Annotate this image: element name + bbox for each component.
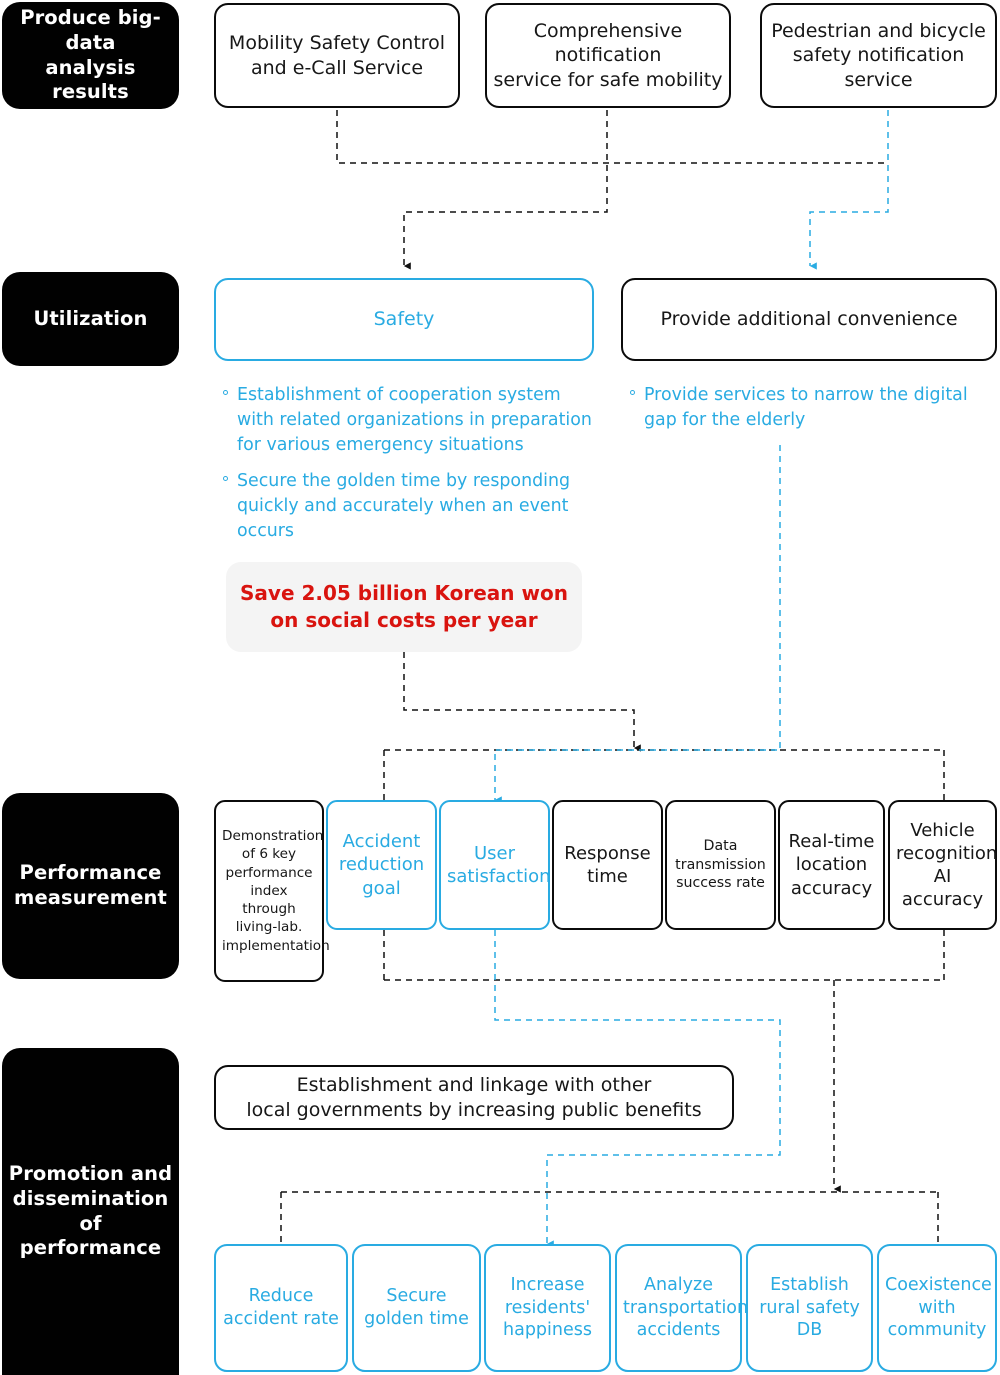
utilization-safety-label: Safety xyxy=(373,308,435,331)
stage-label-produce-text: Produce big-data analysis results xyxy=(20,5,161,104)
list-item: Provide services to narrow the digital g… xyxy=(629,383,997,433)
stage-label-produce: Produce big-data analysis results xyxy=(2,2,179,109)
kpi-box-3-label: User satisfaction xyxy=(447,842,551,887)
kpi-box-user-satisfaction[interactable]: User satisfaction xyxy=(439,800,551,930)
utilization-box-convenience[interactable]: Provide additional convenience xyxy=(621,278,997,361)
outcome-box-6-label: Coexistence with community xyxy=(885,1274,992,1341)
kpi-box-7-label: Vehicle recognition AI accuracy xyxy=(896,819,998,911)
kpi-box-demonstration[interactable]: Demonstration of 6 key performance index… xyxy=(214,800,330,982)
kpi-box-6-label: Real-time location accuracy xyxy=(788,831,875,899)
list-item: Secure the golden time by responding qui… xyxy=(222,469,597,544)
stage-label-promotion: Promotion and dissemination of performan… xyxy=(2,1048,179,1375)
utilization-convenience-label: Provide additional convenience xyxy=(660,308,958,331)
wire-service1-to-bus xyxy=(336,110,888,164)
kpi-box-response-time[interactable]: Response time xyxy=(552,800,663,930)
outcome-box-2-label: Secure golden time xyxy=(364,1286,469,1329)
kpi-box-5-label: Data transmission success rate xyxy=(675,837,766,892)
kpi-box-2-label: Accident reduction goal xyxy=(338,831,425,899)
wire-highlight-to-kpi-bus xyxy=(403,652,641,752)
stage-label-promotion-text: Promotion and dissemination of performan… xyxy=(8,1161,173,1260)
list-item: Establishment of cooperation system with… xyxy=(222,383,597,458)
utilization-box-safety[interactable]: Safety xyxy=(214,278,594,361)
outcome-box-reduce-accident-rate[interactable]: Reduce accident rate xyxy=(214,1244,348,1372)
wire-service3-to-convenience xyxy=(809,110,889,270)
convenience-bullet-list: Provide services to narrow the digital g… xyxy=(629,383,997,433)
stage-label-performance-text: Performance measurement xyxy=(14,861,167,909)
outcome-box-analyze-transportation-accidents[interactable]: Analyze transportation accidents xyxy=(615,1244,749,1372)
kpi-box-real-time-location-accuracy[interactable]: Real-time location accuracy xyxy=(778,800,885,930)
kpi-box-data-transmission-success-rate[interactable]: Data transmission success rate xyxy=(665,800,776,930)
outcome-box-secure-golden-time[interactable]: Secure golden time xyxy=(352,1244,481,1372)
stage-label-performance: Performance measurement xyxy=(2,793,179,979)
stage-label-utilization: Utilization xyxy=(2,272,179,366)
outcome-box-establish-rural-safety-db[interactable]: Establish rural safety DB xyxy=(746,1244,873,1372)
kpi-box-accident-reduction-goal[interactable]: Accident reduction goal xyxy=(326,800,437,930)
outcome-box-4-label: Analyze transportation accidents xyxy=(623,1274,749,1341)
stage-label-utilization-text: Utilization xyxy=(33,306,148,330)
outcome-box-increase-residents-happiness[interactable]: Increase residents' happiness xyxy=(484,1244,611,1372)
outcome-box-1-label: Reduce accident rate xyxy=(223,1286,339,1329)
outcome-box-5-label: Establish rural safety DB xyxy=(759,1274,860,1341)
outcome-box-coexistence-with-community[interactable]: Coexistence with community xyxy=(877,1244,997,1372)
safety-bullet-list: Establishment of cooperation system with… xyxy=(222,383,597,544)
kpi-box-4-label: Response time xyxy=(564,842,651,887)
outcome-box-3-label: Increase residents' happiness xyxy=(503,1274,592,1341)
kpi-box-1-label: Demonstration of 6 key performance index… xyxy=(222,828,330,954)
wire-service2-to-safety xyxy=(403,110,608,270)
kpi-box-vehicle-recognition-ai-accuracy[interactable]: Vehicle recognition AI accuracy xyxy=(888,800,997,930)
